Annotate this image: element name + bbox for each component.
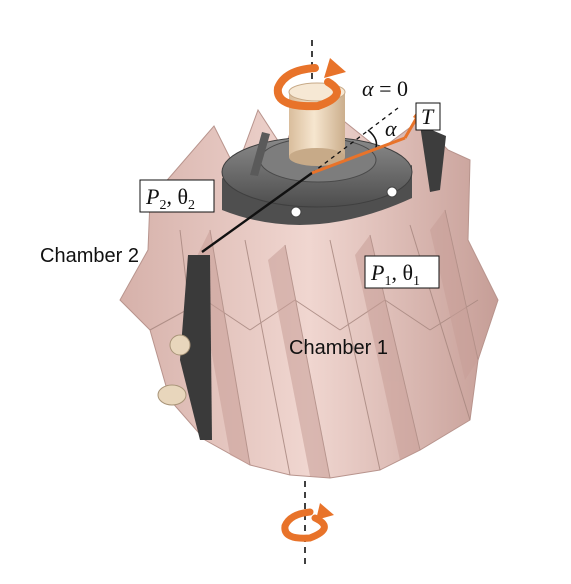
curved-rotation-arrow-icon [273,58,346,111]
svg-text:T: T [421,104,435,129]
side-bracket [157,255,212,440]
chamber2-state-label: P2, θ2 [139,179,215,213]
svg-text:P1, θ1: P1, θ1 [370,260,420,289]
alpha-zero-label: α = 0 [362,76,408,101]
chamber1-label: Chamber 1 [289,337,388,359]
chamber1-state-label: P1, θ1 [364,255,440,289]
alpha-reference-line [311,107,399,174]
svg-text:P2, θ2: P2, θ2 [145,184,195,213]
tendon-line [201,172,313,253]
curved-rotation-arrow-icon [281,503,334,542]
alpha-label: α [385,116,397,141]
chamber2-label: Chamber 2 [40,245,139,267]
torque-label-box: T [415,102,441,131]
